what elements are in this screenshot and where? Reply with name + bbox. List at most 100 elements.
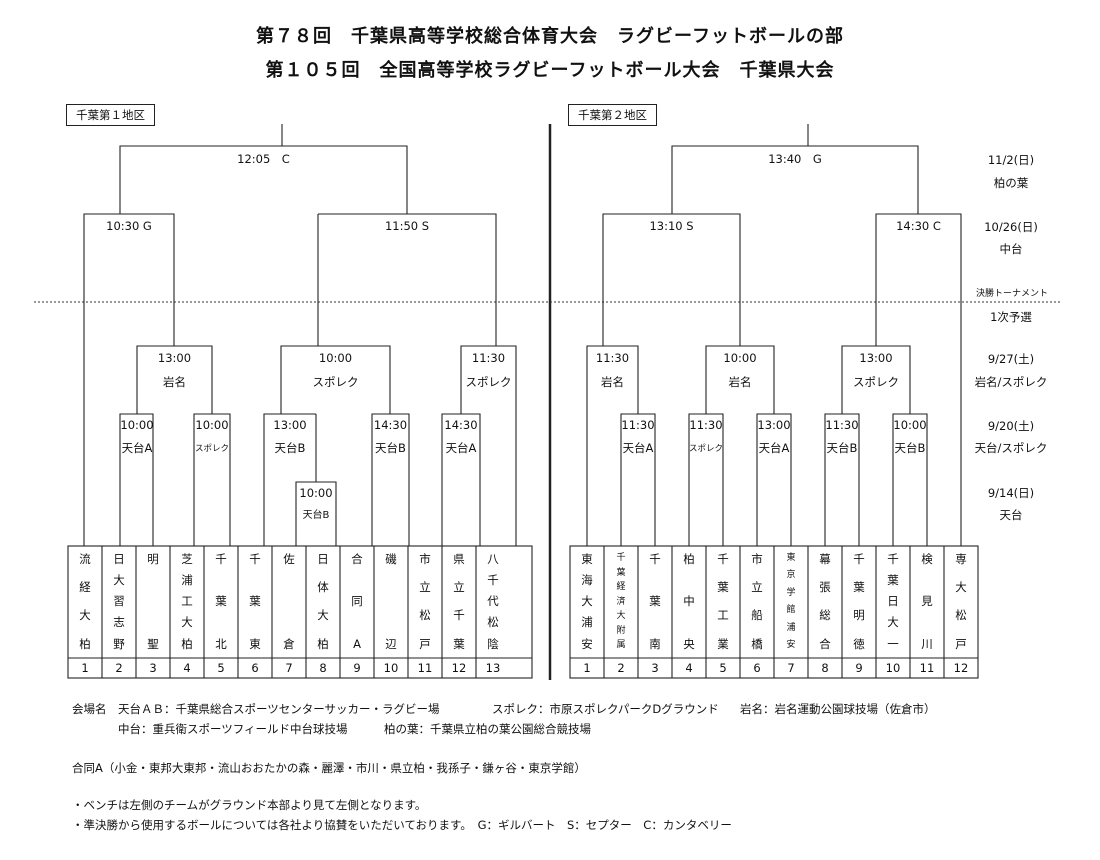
team-name-char: 柏 — [181, 636, 193, 651]
team-name-right-12: 専大松戸 — [944, 546, 978, 658]
match-venue: スポレク — [853, 375, 899, 389]
team-name-char: 千 — [453, 608, 465, 623]
team-name-char: 柏 — [683, 552, 695, 566]
team-name-right-4: 柏中央 — [672, 546, 706, 658]
team-number-right-9: 9 — [855, 661, 863, 675]
team-name-char: 合 — [819, 636, 831, 651]
venue-note: 岩名：岩名運動公園球技場（佐倉市） — [740, 702, 936, 716]
team-name-char: 千 — [487, 573, 499, 588]
team-number-left-4: 4 — [183, 661, 191, 675]
match-time: 11:30 — [825, 418, 859, 432]
finals-label: 決勝トーナメント — [975, 289, 1048, 299]
final-label: 12:05 C — [237, 152, 290, 166]
match-venue: 天台A — [445, 441, 477, 455]
team-name-left-10: 磯辺 — [374, 546, 408, 658]
match-time: 11:30 — [621, 418, 655, 432]
team-name-char: 明 — [147, 552, 159, 566]
team-name-char: 大 — [181, 615, 193, 630]
team-name-char: 学 — [786, 587, 796, 598]
schedule-venue: 天台 — [999, 508, 1023, 522]
team-name-char: 県 — [453, 552, 465, 566]
match-venue: 天台B — [375, 441, 406, 455]
schedule-venue: 中台 — [999, 242, 1023, 256]
quarterfinal-label: 13:10 S — [649, 219, 694, 233]
match-time: 10:00 — [299, 486, 333, 500]
team-name-char: 千 — [853, 552, 865, 566]
team-name-left-8: 日体大柏 — [306, 546, 340, 658]
team-number-left-11: 11 — [417, 661, 433, 675]
venue-heading: 会場名 — [72, 702, 107, 716]
team-name-right-8: 幕張総合 — [808, 546, 842, 658]
match-time: 10:00 — [893, 418, 927, 432]
team-name-char: 野 — [113, 636, 125, 651]
match-time: 10:00 — [723, 351, 757, 365]
team-name-char: 葉 — [616, 567, 626, 578]
team-number-left-10: 10 — [383, 661, 399, 675]
match-time: 13:00 — [859, 351, 893, 365]
team-name-char: 済 — [616, 596, 626, 607]
team-name-left-1: 流経大柏 — [68, 546, 102, 658]
match-time: 11:30 — [689, 418, 723, 432]
team-name-char: 見 — [921, 594, 933, 609]
team-name-char: 市 — [751, 552, 763, 566]
team-name-char: 合 — [351, 552, 363, 566]
team-name-char: 葉 — [887, 573, 899, 588]
team-name-char: 経 — [616, 582, 626, 592]
team-name-char: 立 — [419, 580, 431, 595]
match-venue: 天台A — [758, 441, 790, 455]
match-venue: スポレク — [194, 444, 229, 454]
schedule-venue: 天台/スポレク — [974, 441, 1048, 455]
team-name-char: 松 — [419, 608, 431, 623]
team-number-right-12: 12 — [953, 661, 969, 675]
team-name-right-9: 千葉明徳 — [842, 546, 876, 658]
team-name-char: 戸 — [419, 636, 431, 651]
team-number-right-8: 8 — [821, 661, 829, 675]
team-name-right-2: 千葉経済大附属 — [604, 546, 638, 658]
title-line-1: 第７８回 千葉県高等学校総合体育大会 ラグビーフットボールの部 — [256, 26, 844, 47]
team-name-char: 佐 — [283, 552, 295, 566]
match-venue: スポレク — [312, 375, 359, 389]
match-time: 14:30 — [373, 418, 408, 432]
team-number-right-3: 3 — [651, 661, 659, 675]
match-venue: 天台A — [121, 441, 153, 455]
team-name-char: 大 — [616, 611, 626, 621]
match-venue: スポレク — [465, 375, 512, 389]
team-number-right-10: 10 — [885, 661, 901, 675]
team-name-left-3: 明聖 — [136, 546, 170, 658]
team-table-left — [67, 545, 533, 679]
team-name-char: 北 — [215, 636, 227, 651]
team-name-char: 安 — [581, 636, 593, 651]
bench-note: ・ベンチは左側のチームがグラウンド本部より見て左側となります。 — [72, 798, 427, 812]
team-name-char: 央 — [683, 636, 695, 651]
team-name-char: 幕 — [819, 552, 831, 566]
team-number-left-13: 13 — [485, 661, 501, 675]
match-venue: 天台B — [894, 441, 926, 455]
team-name-char: 海 — [581, 573, 593, 588]
venue-note: 天台ＡＢ：千葉県総合スポーツセンターサッカー・ラグビー場 — [118, 702, 440, 716]
team-number-left-8: 8 — [319, 661, 327, 675]
team-name-char: 業 — [717, 636, 729, 651]
team-number-right-1: 1 — [583, 661, 591, 675]
prelim-label: 1次予選 — [990, 310, 1032, 324]
team-name-char: 経 — [79, 580, 91, 595]
schedule-date: 9/27(土) — [987, 352, 1035, 366]
team-name-char: 東 — [786, 553, 796, 563]
team-name-char: 大 — [581, 594, 593, 609]
team-name-char: 専 — [955, 552, 967, 566]
team-name-left-2: 日大習志野 — [102, 546, 136, 658]
schedule-venue: 柏の葉 — [993, 176, 1029, 190]
team-name-char: 京 — [786, 570, 796, 581]
team-name-char: 工 — [717, 608, 729, 623]
team-number-right-7: 7 — [787, 661, 795, 675]
team-name-left-13: 八千代松陰 — [476, 546, 510, 658]
team-name-char: 戸 — [955, 636, 967, 651]
joint-team-note: 合同A（小金・東邦大東邦・流山おおたかの森・麗澤・市川・県立柏・我孫子・鎌ヶ谷・… — [72, 761, 586, 775]
schedule-date: 10/26(日) — [984, 220, 1038, 234]
team-name-char: 立 — [751, 580, 763, 595]
team-number-left-3: 3 — [149, 661, 157, 675]
team-name-left-5: 千葉北 — [204, 546, 238, 658]
team-name-char: 張 — [819, 580, 831, 595]
team-name-char: 松 — [487, 615, 499, 630]
team-name-char: 葉 — [215, 594, 227, 609]
team-name-left-7: 佐倉 — [272, 546, 306, 658]
